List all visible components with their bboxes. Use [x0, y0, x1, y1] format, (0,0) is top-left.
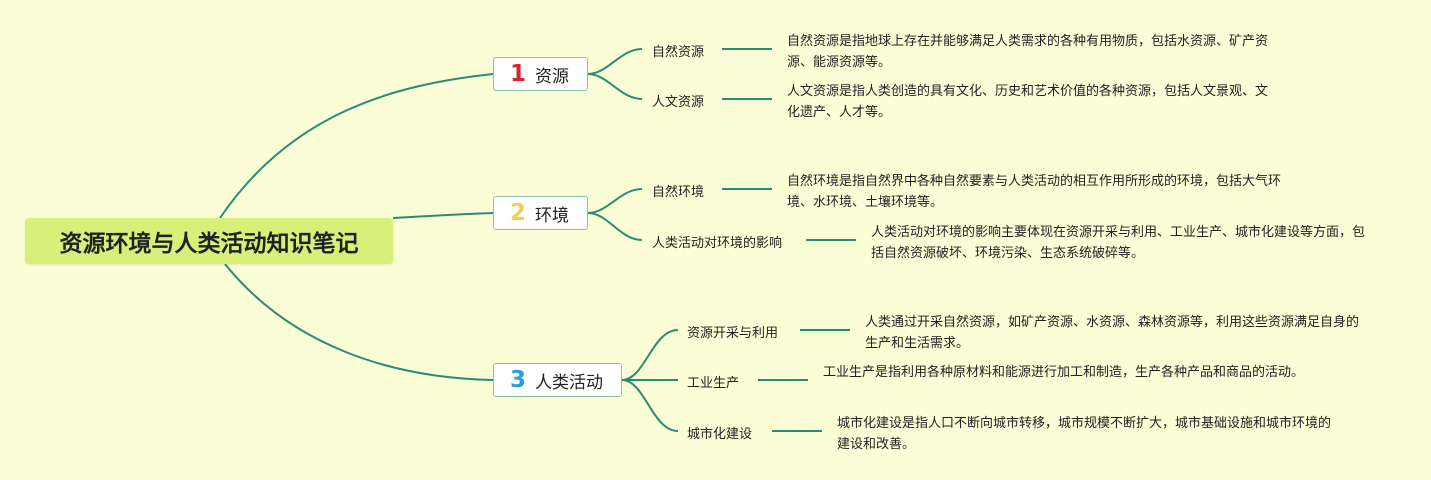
branch-environment[interactable]: 2 环境 [493, 196, 588, 230]
subtopic-industry[interactable]: 工业生产 [687, 376, 740, 391]
connector-root-b3 [224, 263, 494, 381]
connector-root-b2 [392, 212, 494, 219]
note-cultural-resources: 人文资源是指人类创造的具有文化、历史和艺术价值的各种资源，包括人文景观、文化遗产… [787, 84, 1269, 120]
root-title: 资源环境与人类活动知识笔记 [59, 231, 359, 257]
note-human-impact: 人类活动对环境的影响主要体现在资源开采与利用、工业生产、城市化建设等方面，包括自… [871, 225, 1366, 261]
connector-b1-c1 [587, 48, 643, 75]
number-two-marker: 2 [510, 199, 527, 226]
subtopic-natural-environment[interactable]: 自然环境 [652, 185, 705, 200]
number-one-marker: 1 [510, 60, 527, 87]
connector-b2-c1 [587, 188, 643, 214]
branch-human-activity[interactable]: 3 人类活动 [493, 363, 622, 397]
subtopic-cultural-resources[interactable]: 人文资源 [652, 95, 705, 110]
subtopic-urbanization[interactable]: 城市化建设 [687, 427, 753, 442]
number-three-marker: 3 [510, 366, 527, 393]
connector-b1-c2 [587, 73, 643, 100]
subtopic-extraction[interactable]: 资源开采与利用 [687, 326, 779, 341]
note-urbanization: 城市化建设是指人口不断向城市转移，城市规模不断扩大，城市基础设施和城市环境的建设… [837, 416, 1332, 452]
note-extraction: 人类通过开采自然资源，如矿产资源、水资源、森林资源等，利用这些资源满足自身的生产… [865, 315, 1360, 351]
note-natural-environment: 自然环境是指自然界中各种自然要素与人类活动的相互作用所形成的环境，包括大气环境、… [787, 174, 1282, 210]
branch-label: 资源 [535, 66, 570, 87]
note-natural-resources: 自然资源是指地球上存在并能够满足人类需求的各种有用物质，包括水资源、矿产资源、能… [787, 34, 1269, 70]
branch-label: 人类活动 [535, 372, 604, 393]
connector-root-b1 [219, 73, 494, 219]
subtopic-human-impact[interactable]: 人类活动对环境的影响 [652, 236, 783, 251]
branch-resources[interactable]: 1 资源 [493, 57, 588, 91]
connector-b2-c2 [587, 212, 643, 241]
connector-b3-c3 [621, 379, 679, 432]
branch-label: 环境 [535, 205, 570, 226]
subtopic-natural-resources[interactable]: 自然资源 [652, 45, 705, 60]
note-industry: 工业生产是指利用各种原材料和能源进行加工和制造，生产各种产品和商品的活动。 [823, 365, 1305, 380]
root-topic[interactable]: 资源环境与人类活动知识笔记 [25, 218, 393, 264]
connector-b3-c1 [621, 329, 679, 381]
